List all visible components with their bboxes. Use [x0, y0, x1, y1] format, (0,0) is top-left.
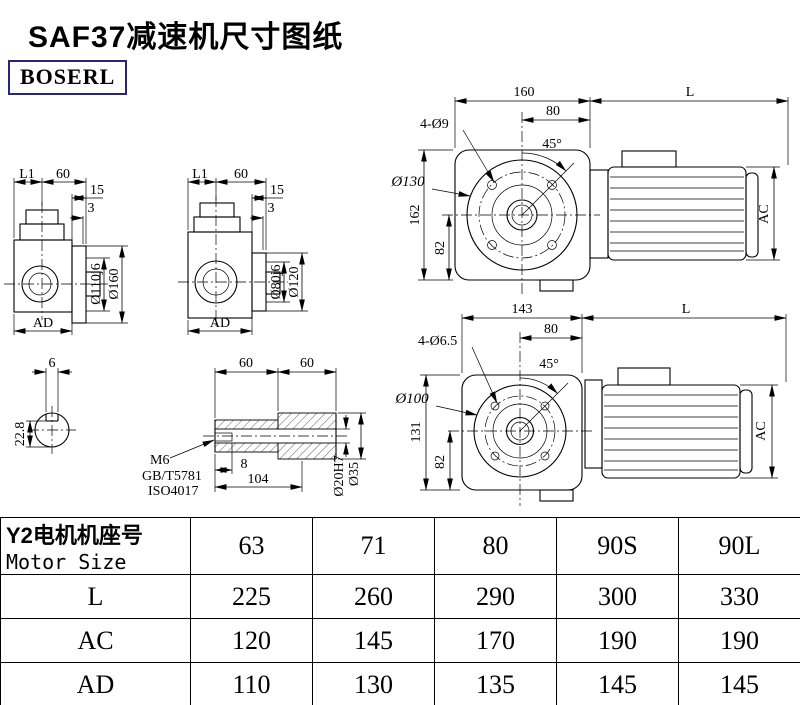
dim-60a-label: 60 — [239, 356, 253, 371]
size-63: 63 — [190, 517, 313, 575]
motor-size-header-en: Motor Size — [6, 550, 127, 574]
dim-dia80-label: Ø80j6 — [269, 265, 284, 300]
row-label-L: L — [0, 574, 191, 619]
motor-size-table: Y2电机机座号 Motor Size 63 71 80 90S 90L L 22… — [0, 517, 800, 705]
dim-82-label: 82 — [433, 455, 448, 469]
dim-80-label: 80 — [544, 322, 558, 337]
AC-90l: 190 — [678, 618, 800, 663]
AC-63: 120 — [190, 618, 313, 663]
standard-iso-label: ISO4017 — [148, 484, 199, 499]
size-71: 71 — [312, 517, 435, 575]
dim-160-label: 160 — [514, 85, 535, 100]
size-90l: 90L — [678, 517, 800, 575]
dim-131-label: 131 — [409, 422, 424, 443]
gearbox-side-view-large: L1 60 15 3 Ø80j6 Ø120 AD — [178, 167, 308, 335]
shaft-section-view: 6 22.8 — [13, 356, 76, 454]
brand-logo: BOSERL — [8, 60, 128, 95]
L-71: 260 — [312, 574, 435, 619]
dim-dia20-label: Ø20H7 — [332, 455, 347, 496]
L-90s: 300 — [556, 574, 679, 619]
dim-143-label: 143 — [512, 302, 533, 317]
assembly-front-view-bottom: 143 L 80 4-Ø6.5 45° Ø100 131 82 AC — [394, 302, 787, 506]
AD-71: 130 — [312, 662, 435, 705]
AC-90s: 190 — [556, 618, 679, 663]
dim-22-8-label: 22.8 — [13, 422, 28, 447]
dim-104-label: 104 — [248, 472, 269, 487]
table-row-header: Y2电机机座号 Motor Size 63 71 80 90S 90L — [0, 517, 800, 575]
row-label-AC: AC — [0, 618, 191, 663]
dim-60b-label: 60 — [300, 356, 314, 371]
AD-80: 135 — [434, 662, 557, 705]
motor-fins — [604, 394, 738, 471]
assembly-front-view-top: 160 L 80 4-Ø9 45° Ø130 162 82 AC — [390, 85, 789, 294]
row-label-AD: AD — [0, 662, 191, 705]
dim-80-label: 80 — [546, 104, 560, 119]
dim-162-label: 162 — [408, 205, 423, 226]
AD-90s: 145 — [556, 662, 679, 705]
motor-fins — [610, 176, 744, 252]
AC-71: 145 — [312, 618, 435, 663]
table-row-AC: AC 120 145 170 190 190 — [0, 618, 800, 663]
dim-6-label: 6 — [49, 356, 56, 371]
dim-ac-label: AC — [757, 204, 772, 223]
table-row-AD: AD 110 130 135 145 145 — [0, 662, 800, 705]
dim-dia100-label: Ø100 — [394, 391, 429, 407]
dim-holes-label: 4-Ø9 — [420, 117, 449, 132]
dim-l1-label: L1 — [19, 167, 35, 182]
dim-15-label: 15 — [90, 183, 104, 198]
thread-m6-label: M6 — [150, 453, 169, 468]
dim-3-label: 3 — [88, 201, 95, 216]
shaft-detail-view: 60 60 M6 GB/T5781 ISO4017 8 104 Ø20H7 Ø3… — [142, 356, 366, 499]
dim-3-label: 3 — [268, 201, 275, 216]
table-row-L: L 225 260 290 300 330 — [0, 574, 800, 619]
dim-dia130-label: Ø130 — [390, 174, 425, 190]
dim-ad-label: AD — [33, 316, 53, 331]
dim-holes-label: 4-Ø6.5 — [418, 334, 457, 349]
motor-size-header-cn: Y2电机机座号 — [6, 523, 143, 548]
size-90s: 90S — [556, 517, 679, 575]
dimension-drawing: L1 60 15 3 Ø110j6 Ø160 AD — [4, 85, 789, 506]
dim-dia110-label: Ø110j6 — [89, 263, 104, 304]
dim-l1-label: L1 — [192, 167, 208, 182]
dim-60-label: 60 — [56, 167, 70, 182]
dim-45-label: 45° — [542, 137, 562, 152]
dim-60-label: 60 — [234, 167, 248, 182]
AC-80: 170 — [434, 618, 557, 663]
page-title: SAF37减速机尺寸图纸 — [28, 21, 344, 54]
L-80: 290 — [434, 574, 557, 619]
L-63: 225 — [190, 574, 313, 619]
dim-15-label: 15 — [270, 183, 284, 198]
dim-dia120-label: Ø120 — [287, 266, 302, 297]
motor-size-header-cell: Y2电机机座号 Motor Size — [0, 517, 191, 575]
AD-63: 110 — [190, 662, 313, 705]
AD-90l: 145 — [678, 662, 800, 705]
standard-gb-label: GB/T5781 — [142, 469, 202, 484]
dim-dia35-label: Ø35 — [347, 462, 362, 486]
dim-8-label: 8 — [241, 457, 248, 472]
gearbox-side-view-small: L1 60 15 3 Ø110j6 Ø160 AD — [4, 167, 128, 335]
dim-82-label: 82 — [433, 241, 448, 255]
dim-ac-label: AC — [754, 421, 769, 440]
dim-l-label: L — [682, 302, 691, 317]
size-80: 80 — [434, 517, 557, 575]
dim-ad-label: AD — [210, 316, 230, 331]
dim-45-label: 45° — [539, 357, 559, 372]
dim-l-label: L — [686, 85, 695, 100]
dim-dia160-label: Ø160 — [107, 268, 122, 299]
L-90l: 330 — [678, 574, 800, 619]
